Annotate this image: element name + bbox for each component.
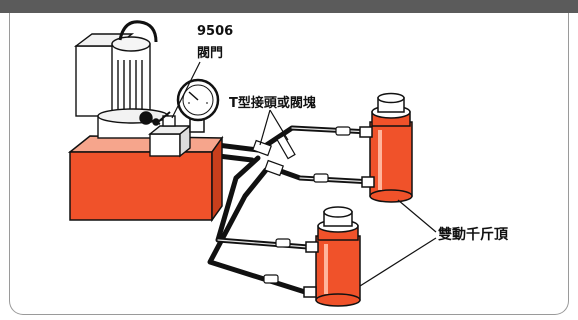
valve-icon [148, 111, 192, 158]
leader-lines [171, 61, 437, 287]
cylinder-icon [303, 206, 361, 307]
leader-tee-a [259, 109, 271, 146]
leader-cyl-lower [359, 237, 437, 287]
pump-reservoir [67, 135, 224, 223]
tee-fitting-label: T型接頭或閥塊 [229, 96, 316, 111]
leader-cyl-upper [397, 199, 437, 233]
valve-number-label: 9506 [197, 24, 234, 39]
tee-fitting-icon [252, 134, 296, 177]
leader-valve [171, 61, 201, 119]
electric-pump-icon [73, 20, 169, 139]
leader-tee-b [269, 109, 289, 141]
coupler-icon [263, 126, 351, 284]
valve-label: 閥門 [197, 46, 224, 61]
hose-highlights [217, 127, 373, 248]
cylinder-icon [359, 92, 413, 203]
header-bar [0, 0, 578, 13]
pressure-gauge-icon [176, 78, 220, 133]
cylinders-label: 雙動千斤頂 [438, 227, 508, 243]
hose-to-lower-cylinder-b [207, 167, 308, 295]
